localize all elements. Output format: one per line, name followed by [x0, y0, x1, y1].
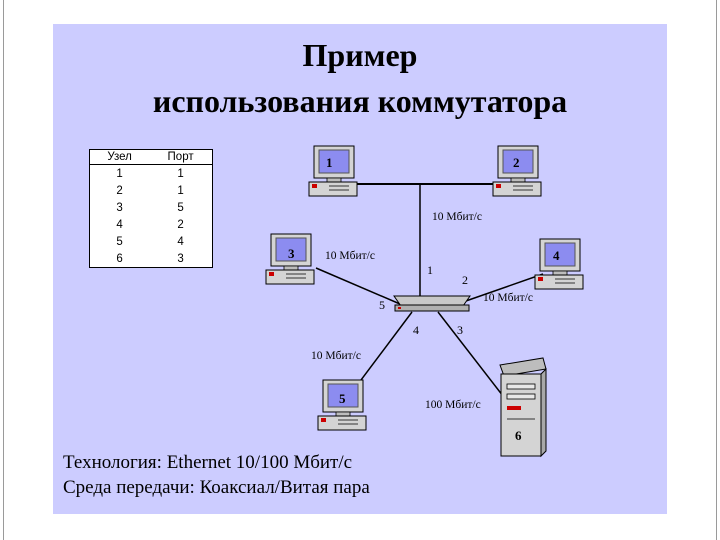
node-label-6: 6	[515, 428, 522, 443]
port-label-4: 4	[413, 323, 419, 337]
switch-icon	[393, 295, 471, 312]
table-cell: 2	[177, 218, 184, 231]
network-diagram: 1 2 3 4 5 6 10 Мбит/с 10 Мбит/с 10 Мбит/…	[265, 144, 584, 458]
left-frame-line	[3, 0, 4, 540]
title-line-1: Пример	[302, 37, 418, 73]
speed-label-bus: 10 Мбит/с	[432, 211, 482, 223]
node-label-5: 5	[339, 391, 346, 406]
node-label-1: 1	[326, 155, 333, 170]
slide: Пример использования коммутатора Узел По…	[53, 24, 667, 514]
table-cell: 4	[116, 218, 123, 231]
port-label-3: 3	[457, 323, 463, 337]
link-node-6	[437, 311, 504, 397]
computer-1-icon	[308, 144, 358, 197]
slide-footer: Технология: Ethernet 10/100 Мбит/с Среда…	[63, 450, 370, 500]
table-cell: 5	[177, 201, 184, 214]
speed-label-node-3: 10 Мбит/с	[325, 250, 375, 262]
table-header-row: Узел Порт	[89, 149, 213, 165]
table-cell: 1	[177, 184, 184, 197]
computer-2-icon	[492, 144, 542, 197]
port-label-5: 5	[379, 298, 385, 312]
link-node-3	[315, 267, 401, 305]
table-cell: 3	[116, 201, 123, 214]
table-cell: 4	[177, 235, 184, 248]
link-node-5	[357, 311, 413, 385]
node-label-3: 3	[288, 246, 295, 261]
table-cell: 1	[177, 167, 184, 180]
title-line-2: использования коммутатора	[152, 83, 568, 119]
table-cell: 5	[116, 235, 123, 248]
table-cell: 3	[177, 252, 184, 265]
table-cell: 1	[116, 167, 123, 180]
table-cell: 6	[116, 252, 123, 265]
speed-label-node-4: 10 Мбит/с	[483, 292, 533, 304]
table-header-port: Порт	[149, 149, 213, 165]
technology-text: Технология: Ethernet 10/100 Мбит/с	[63, 452, 353, 473]
table-cell: 2	[116, 184, 123, 197]
computer-4-icon	[534, 237, 584, 290]
port-label-2: 2	[462, 273, 468, 287]
right-frame-line	[716, 0, 717, 540]
node-label-4: 4	[553, 248, 560, 263]
link-node-4	[462, 273, 544, 303]
slide-title: Пример использования коммутатора	[53, 32, 667, 124]
port-label-1: 1	[427, 263, 433, 277]
medium-text: Среда передачи: Коаксиал/Витая пара	[63, 477, 370, 498]
node-label-2: 2	[513, 155, 520, 170]
speed-label-node-5: 10 Мбит/с	[311, 350, 361, 362]
server-6-icon	[499, 357, 547, 458]
table-header-node: Узел	[89, 149, 150, 165]
speed-label-node-6: 100 Мбит/с	[425, 399, 481, 411]
